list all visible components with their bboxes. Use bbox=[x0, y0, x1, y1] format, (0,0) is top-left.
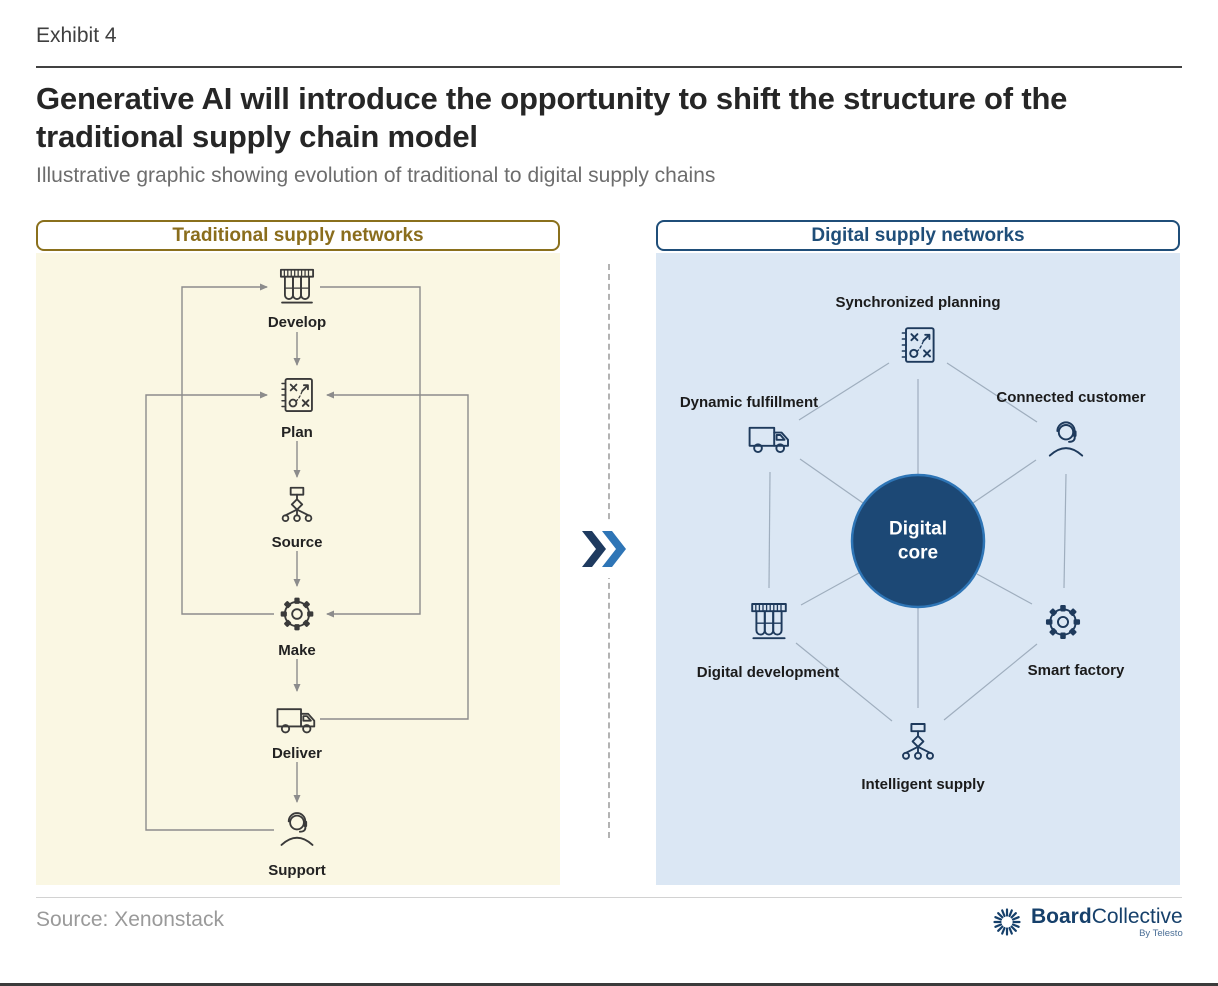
top-divider bbox=[36, 66, 1182, 68]
headset-person-icon bbox=[274, 807, 320, 853]
step-label-support: Support bbox=[268, 862, 326, 879]
double-chevron-right-icon bbox=[582, 531, 626, 567]
strategy-board-icon bbox=[274, 372, 320, 418]
page-subtitle: Illustrative graphic showing evolution o… bbox=[36, 164, 716, 187]
headset-person-icon bbox=[1042, 416, 1090, 464]
test-tubes-icon bbox=[745, 598, 793, 646]
hierarchy-icon bbox=[274, 482, 320, 528]
test-tubes-icon bbox=[274, 264, 320, 310]
hierarchy-icon bbox=[894, 718, 942, 766]
logo-tagline: By Telesto bbox=[1139, 927, 1183, 939]
node-label-dynamic-fulfillment: Dynamic fulfillment bbox=[679, 394, 819, 411]
step-label-plan: Plan bbox=[281, 424, 313, 441]
traditional-panel-header: Traditional supply networks bbox=[36, 220, 560, 251]
node-label-digital-development: Digital development bbox=[696, 664, 840, 681]
step-label-deliver: Deliver bbox=[271, 745, 323, 762]
traditional-panel-body: Develop Plan Source Make Deliver Support bbox=[36, 253, 560, 885]
node-label-synchronized-planning: Synchronized planning bbox=[835, 294, 1001, 311]
source-note: Source: Xenonstack bbox=[36, 908, 224, 931]
network-lines bbox=[768, 362, 1067, 722]
node-label-intelligent-supply: Intelligent supply bbox=[861, 776, 985, 793]
page-title: Generative AI will introduce the opportu… bbox=[36, 81, 1068, 155]
logo-word-collective: Collective bbox=[1091, 904, 1183, 928]
gear-icon bbox=[1039, 598, 1087, 646]
truck-icon bbox=[746, 414, 794, 462]
step-label-make: Make bbox=[278, 642, 316, 659]
digital-panel-title: Digital supply networks bbox=[811, 224, 1025, 246]
digital-core-label: Digital core bbox=[888, 518, 948, 563]
step-label-develop: Develop bbox=[267, 314, 327, 331]
truck-icon bbox=[274, 696, 320, 742]
digital-core-circle bbox=[850, 473, 986, 609]
step-label-source: Source bbox=[271, 534, 323, 551]
node-label-smart-factory: Smart factory bbox=[1027, 662, 1125, 679]
digital-panel-header: Digital supply networks bbox=[656, 220, 1180, 251]
logo-word-board: Board bbox=[1031, 904, 1092, 928]
logo-wordmark: BoardCollective bbox=[1031, 906, 1183, 927]
footer-divider bbox=[36, 897, 1182, 898]
bottom-border bbox=[0, 983, 1218, 986]
board-collective-logo: BoardCollective By Telesto bbox=[988, 903, 1183, 941]
gear-icon bbox=[274, 591, 320, 637]
node-label-connected-customer: Connected customer bbox=[996, 389, 1146, 406]
traditional-panel: Traditional supply networks bbox=[36, 220, 560, 885]
sunburst-logo-icon bbox=[993, 908, 1021, 936]
exhibit-label: Exhibit 4 bbox=[36, 24, 117, 47]
digital-panel-body: Digital core Synchronized planning Conne… bbox=[656, 253, 1180, 885]
traditional-panel-title: Traditional supply networks bbox=[172, 224, 424, 246]
strategy-board-icon bbox=[894, 321, 942, 369]
flow-arrows bbox=[145, 283, 469, 831]
digital-panel: Digital supply networks bbox=[656, 220, 1180, 885]
